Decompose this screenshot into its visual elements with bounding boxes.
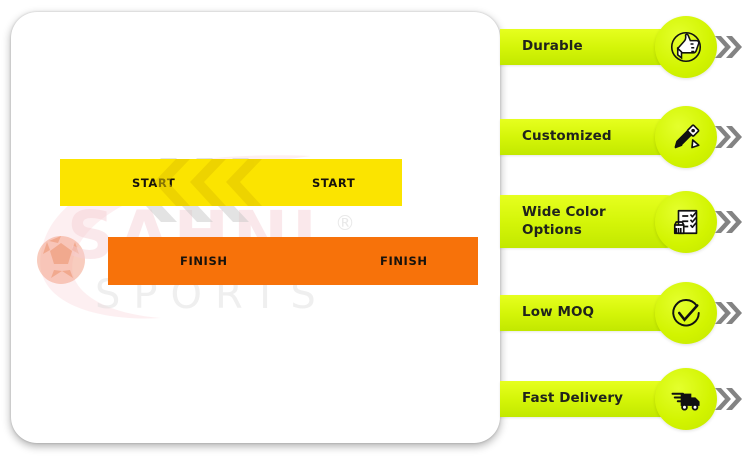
feature-icon-badge[interactable] — [655, 282, 717, 344]
start-tape: START START — [60, 159, 402, 206]
product-image-card: SAHNI ® SPORTS START START FINISH FINISH — [11, 12, 500, 443]
chevron-right-double-icon — [715, 302, 742, 324]
finish-tape: FINISH FINISH — [108, 237, 478, 285]
checklist-icon — [668, 204, 704, 240]
feature-item-wide-color-options[interactable]: Wide Color Options — [500, 190, 750, 253]
pencil-ruler-icon — [668, 119, 704, 155]
chevron-right-double-icon — [715, 36, 742, 58]
feature-label: Wide Color Options — [522, 203, 606, 238]
chevron-right-double-icon — [715, 388, 742, 410]
thumbs-up-icon — [668, 29, 704, 65]
feature-item-customized[interactable]: Customized — [500, 106, 750, 168]
feature-item-low-moq[interactable]: Low MOQ — [500, 282, 750, 344]
feature-icon-badge[interactable] — [655, 16, 717, 78]
chevron-right-double-icon — [715, 210, 742, 233]
start-label-left: START — [132, 175, 176, 190]
finish-label-right: FINISH — [380, 254, 428, 268]
start-label-right: START — [312, 175, 356, 190]
feature-item-durable[interactable]: Durable — [500, 16, 750, 78]
feature-label: Customized — [522, 128, 612, 145]
check-circle-icon — [668, 295, 704, 331]
watermark-soccer-ball — [37, 236, 85, 284]
svg-text:®: ® — [335, 211, 355, 235]
feature-icon-badge[interactable] — [655, 106, 717, 168]
finish-label-left: FINISH — [180, 254, 228, 268]
feature-item-fast-delivery[interactable]: Fast Delivery — [500, 368, 750, 430]
feature-list: Durable Customized — [500, 0, 750, 457]
delivery-truck-icon — [668, 381, 704, 417]
chevron-right-double-icon — [715, 126, 742, 148]
feature-label: Low MOQ — [522, 304, 595, 321]
feature-label: Durable — [522, 38, 583, 55]
feature-icon-badge[interactable] — [655, 190, 717, 253]
feature-icon-badge[interactable] — [655, 368, 717, 430]
feature-label: Fast Delivery — [522, 390, 624, 407]
